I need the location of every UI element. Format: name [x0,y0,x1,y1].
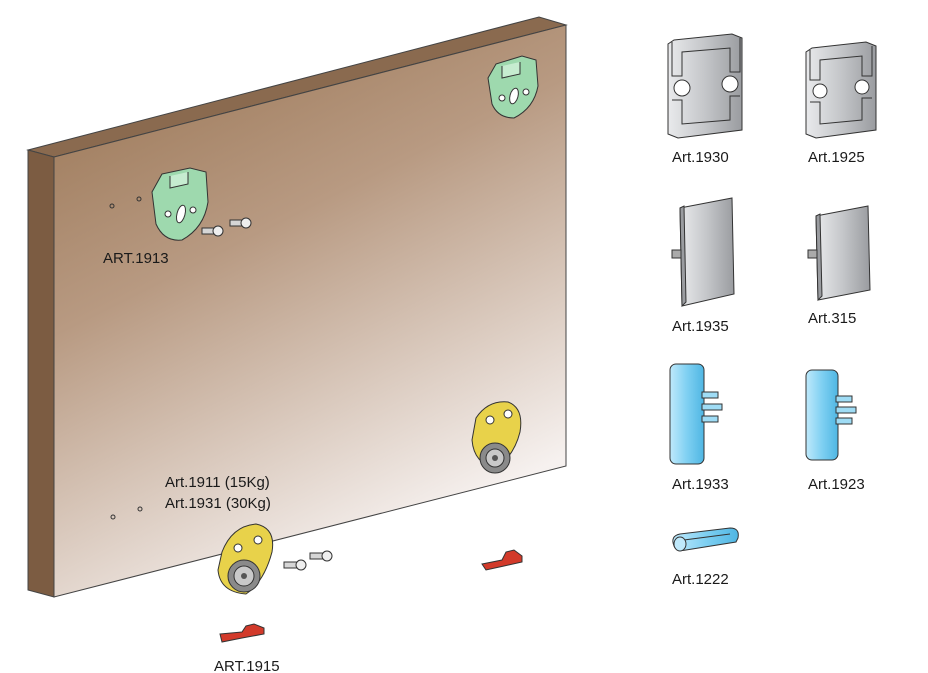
green-clip-left-icon [151,167,209,241]
green-clip-right-icon [487,55,539,119]
screw-icon [283,559,307,571]
hole-icon [137,506,143,512]
label-art1931: Art.1931 (30Kg) [165,495,271,512]
screw-icon [201,225,224,237]
hole-icon [136,196,142,202]
label-art1935: Art.1935 [672,318,729,335]
hole-icon [110,514,116,520]
screw-icon [229,217,252,229]
red-stopper-left-icon [219,623,265,643]
hole-icon [109,203,115,209]
label-art1915: ART.1915 [214,658,280,673]
label-art1933: Art.1933 [672,476,729,493]
profile-1930-icon [667,33,743,139]
screw-icon [309,550,333,562]
panel-side-edge [27,149,55,598]
roller-bracket-right-icon [471,401,522,474]
label-art1911: Art.1911 (15Kg) [165,474,270,491]
bluecap-1923-icon [805,369,857,461]
label-art1925: Art.1925 [808,149,865,166]
label-art315: Art.315 [808,310,857,327]
endcap-1935-icon [671,197,735,308]
label-art1923: Art.1923 [808,476,865,493]
endcap-315-icon [807,205,871,302]
clip-1222-icon [672,527,739,552]
door-panel [26,16,568,598]
label-art1913: ART.1913 [103,250,169,267]
roller-bracket-left-icon [217,523,274,595]
label-art1930: Art.1930 [672,149,729,166]
profile-1925-icon [805,41,877,139]
bluecap-1933-icon [669,363,723,465]
panel-face [53,24,567,598]
label-art1222: Art.1222 [672,571,729,588]
red-stopper-right-icon [481,549,523,571]
